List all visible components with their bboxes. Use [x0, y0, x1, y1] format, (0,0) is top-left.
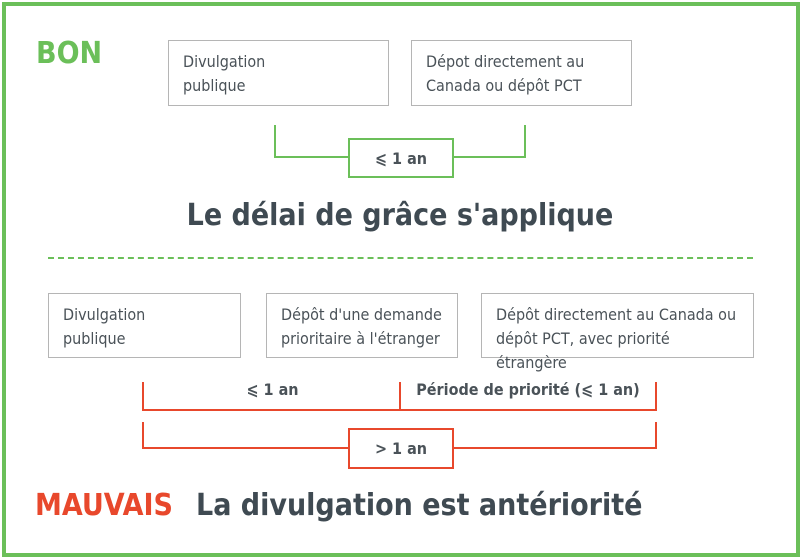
- good-bracket-left: [274, 125, 276, 158]
- bad-box-foreign-priority-filing: Dépôt d'une demande prioritaire à l'étra…: [266, 293, 458, 358]
- bad-bracket1-left: [142, 382, 144, 411]
- bad-interval-total-label: > 1 an: [348, 428, 454, 469]
- bad-conclusion: La divulgation est antériorité: [196, 488, 643, 523]
- bad-bracket1-mid: [399, 382, 401, 411]
- bad-box-canada-pct-filing: Dépôt directement au Canada ou dépôt PCT…: [481, 293, 754, 372]
- divider-dashed: [48, 257, 753, 259]
- bad-heading: MAUVAIS: [35, 488, 173, 523]
- good-interval-label: ⩽ 1 an: [348, 138, 454, 178]
- bad-priority-period-label: Période de priorité (⩽ 1 an): [416, 380, 640, 399]
- bad-bracket2-left: [142, 422, 144, 449]
- good-box-canada-pct-filing: Dépot directement au Canada ou dépôt PCT: [411, 40, 632, 106]
- bad-bracket2-right: [655, 422, 657, 449]
- bad-bracket1-right: [655, 382, 657, 411]
- good-bracket-right: [524, 125, 526, 158]
- good-box-public-disclosure: Divulgation publique: [168, 40, 389, 106]
- bad-box-public-disclosure: Divulgation publique: [48, 293, 241, 358]
- bad-interval-first-label: ⩽ 1 an: [246, 380, 299, 399]
- good-conclusion: Le délai de grâce s'applique: [186, 198, 614, 233]
- good-heading: BON: [36, 36, 103, 71]
- bad-bracket1-line: [142, 409, 657, 411]
